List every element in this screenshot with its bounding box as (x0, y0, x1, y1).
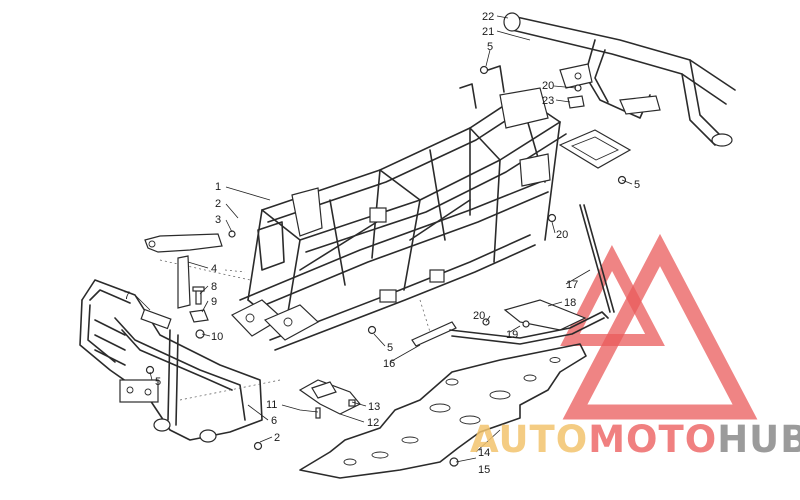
callout-9: 9 (211, 296, 217, 308)
bracket-bolt (315, 407, 321, 419)
front-bumper (79, 279, 281, 443)
callout-1: 1 (215, 181, 221, 193)
callout-5-rear: 5 (634, 179, 640, 191)
rear-rack (503, 12, 736, 169)
callout-17: 17 (566, 279, 578, 291)
callout-labels: 1 2 2 3 4 5 5 5 5 6 7 8 9 10 11 12 13 14… (124, 11, 640, 476)
callout-14: 14 (478, 447, 490, 459)
watermark-hub: HUB (717, 418, 800, 461)
callout-13: 13 (368, 401, 380, 413)
callout-22: 22 (482, 11, 494, 23)
callout-19: 19 (506, 329, 518, 341)
skid-plate (299, 343, 587, 479)
rear-mount-arm (449, 311, 609, 339)
callout-23: 23 (542, 95, 554, 107)
support-rod-edge (583, 204, 615, 313)
frame-strip (411, 321, 457, 347)
rear-mount-arm-lower (451, 317, 605, 345)
watermark-logo-icon (560, 233, 758, 420)
callout-6: 6 (271, 415, 277, 427)
strip-guide-line (419, 299, 431, 333)
callout-20-rear: 20 (556, 229, 568, 241)
callout-20-mount: 20 (473, 310, 485, 322)
support-rod (579, 204, 611, 313)
watermark-auto: AUTO (470, 418, 589, 461)
callout-5-center: 5 (387, 342, 393, 354)
front-bracket (144, 233, 223, 253)
callout-5-rack: 5 (487, 41, 493, 53)
callout-2-top: 2 (215, 198, 221, 210)
callout-15: 15 (478, 464, 490, 476)
main-frame (159, 65, 567, 351)
callout-8: 8 (211, 281, 217, 293)
callout-18: 18 (564, 297, 576, 309)
callout-3: 3 (215, 214, 221, 226)
bolt-washer-nut-set (189, 286, 209, 339)
callout-5-bumper: 5 (155, 376, 161, 388)
callout-2-bottom: 2 (274, 432, 280, 444)
callout-21: 21 (482, 26, 494, 38)
callout-16: 16 (383, 358, 395, 370)
callout-11: 11 (266, 399, 277, 411)
callout-7: 7 (124, 290, 130, 302)
watermark-wordmark: AUTOMOTOHUB (470, 418, 800, 461)
bracket-hole (148, 240, 156, 248)
leader-lines (135, 15, 633, 463)
callout-10: 10 (211, 331, 223, 343)
bracket-pad (311, 381, 337, 399)
watermark-moto: MOTO (588, 418, 718, 461)
callout-20-rack: 20 (542, 80, 554, 92)
rear-bracket-plate (567, 95, 585, 109)
callout-12: 12 (367, 417, 379, 429)
callout-4: 4 (211, 263, 217, 275)
front-brace (177, 255, 191, 309)
